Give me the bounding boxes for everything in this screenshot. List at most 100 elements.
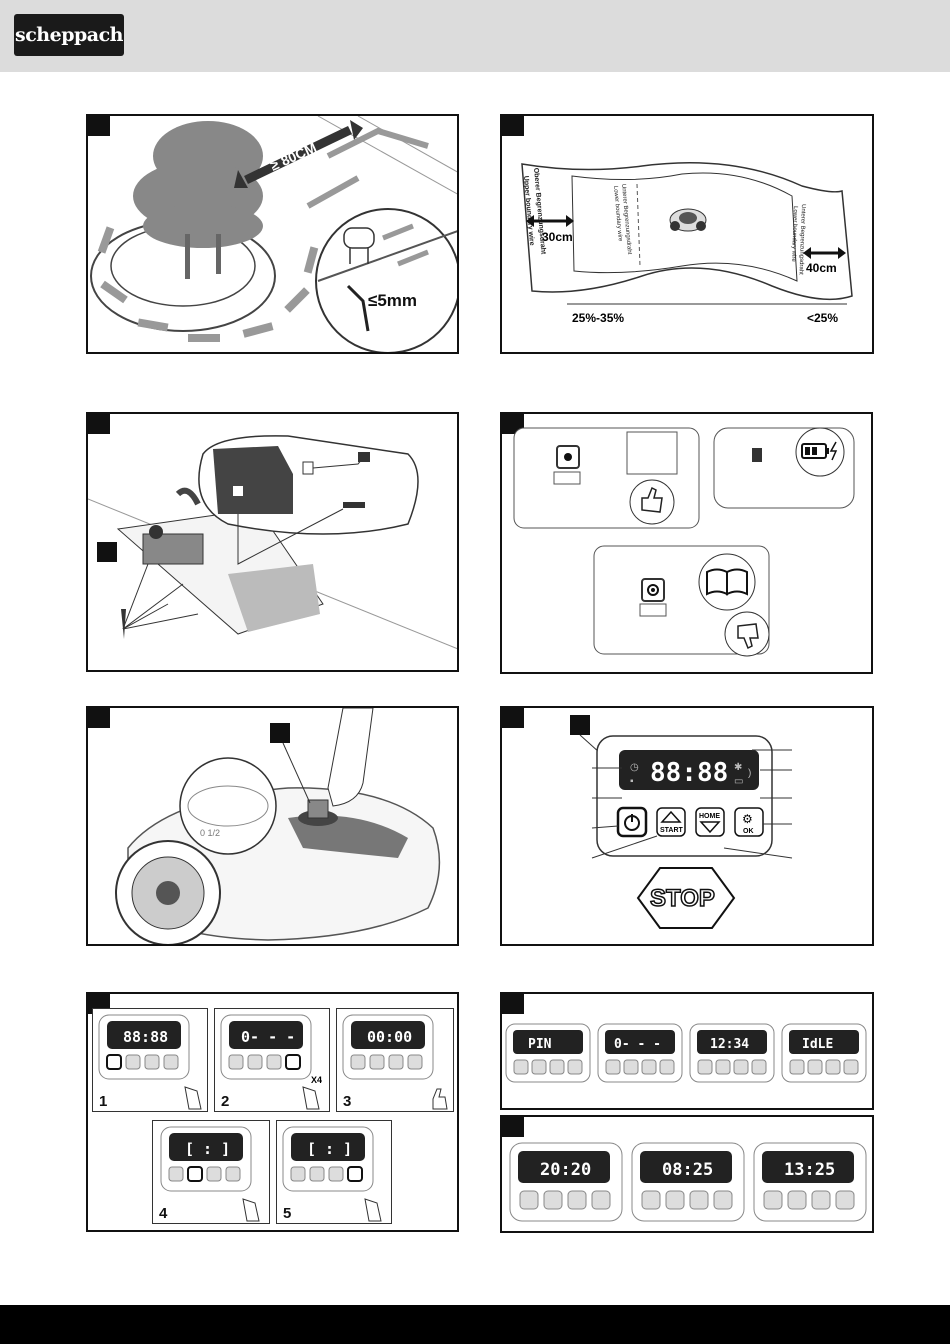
step-5-box: [ : ] 5: [276, 1120, 392, 1224]
control-panel-illustration: 88:88 ◷ ▪ ✱ ▭ ) START HOME ⚙ OK: [570, 715, 793, 929]
figure-9-time-settings: 20:20 08:25 13:25: [500, 1115, 874, 1233]
lock-icon: ▪: [630, 776, 634, 787]
power-icon: [106, 1054, 122, 1070]
distance-label: ≥ 80CM: [268, 139, 319, 174]
lower-wire-label-de-right: Unterer Begrenzungsdraht: [798, 204, 806, 275]
right-distance-label: 40cm: [806, 261, 837, 275]
ok-gear-icon: [347, 1166, 363, 1182]
stop-label: STOP: [650, 885, 715, 912]
hand-pointer-icon: [302, 1086, 320, 1110]
figure-number-badge: [502, 708, 524, 728]
display-state-3: 12:34: [689, 1023, 775, 1083]
time-display-1: 20:20: [509, 1142, 623, 1222]
svg-text:0 1/2: 0 1/2: [200, 828, 220, 838]
step-5-display: [ : ]: [307, 1140, 352, 1158]
display-state-4: IdLE: [781, 1023, 867, 1083]
figure-4-charging-status: [500, 412, 873, 674]
page-footer: [0, 1305, 950, 1344]
knob-badge: [270, 723, 290, 743]
figure-number-badge: [502, 1117, 524, 1137]
panel-display: 88:88: [650, 758, 728, 788]
step-2-number: 2: [221, 1093, 230, 1110]
gap-label: ≤5mm: [368, 291, 417, 310]
step-5-number: 5: [283, 1205, 292, 1222]
battery-icon: ▭: [734, 776, 743, 787]
figure-number-badge: [88, 708, 110, 728]
step-2-display: 0- - -: [241, 1028, 295, 1046]
step-3-box: 00:00 3: [336, 1008, 454, 1112]
page-header: scheppach: [0, 0, 950, 72]
step-1-number: 1: [99, 1093, 108, 1110]
hand-pointer-icon: [242, 1198, 260, 1222]
time-settings-illustration: 20:20 08:25 13:25: [509, 1142, 867, 1222]
step-3-display: 00:00: [367, 1028, 412, 1046]
start-button[interactable]: START: [656, 807, 686, 837]
svg-text:08:25: 08:25: [662, 1160, 713, 1180]
svg-text:PIN: PIN: [528, 1037, 552, 1052]
slope-right-label: <25%: [807, 311, 838, 325]
figure-number-badge: [88, 414, 110, 434]
step-4-box: [ : ] 4: [152, 1120, 270, 1224]
svg-text:13:25: 13:25: [784, 1160, 835, 1180]
ok-button[interactable]: ⚙ OK: [734, 807, 764, 837]
step-3-number: 3: [343, 1093, 352, 1110]
start-icon: [187, 1166, 203, 1182]
home-label: HOME: [699, 813, 720, 820]
figure-number-badge: [502, 116, 524, 136]
svg-text:IdLE: IdLE: [802, 1037, 833, 1052]
ok-label: OK: [743, 828, 754, 835]
time-display-3: 13:25: [753, 1142, 867, 1222]
tree-boundary-illustration: ≥ 80CM ≤5mm: [90, 116, 457, 352]
hand-pointer-icon: [184, 1086, 202, 1110]
figure-1-tree-distance: ≥ 80CM ≤5mm: [86, 114, 459, 354]
thumbs-down-icon: [737, 623, 759, 650]
bluetooth-icon: ✱: [734, 762, 742, 773]
step-2-repeat-note: X4: [311, 1075, 322, 1085]
step-1-box: 88:88 1: [92, 1008, 208, 1112]
brand-logo: scheppach: [14, 14, 124, 56]
thumbs-up-icon: [641, 486, 663, 513]
gear-icon: ⚙: [742, 812, 753, 826]
mower-icon: [669, 208, 707, 232]
figure-3-charging-station: [86, 412, 459, 672]
clock-icon: ◷: [630, 762, 639, 773]
step-1-display: 88:88: [123, 1028, 168, 1046]
figure-2-slope-boundary: Oberer Begrenzungsdraht Upper boundary w…: [500, 114, 874, 354]
home-button[interactable]: HOME: [695, 807, 725, 837]
hand-pointer-icon: [364, 1198, 382, 1222]
display-state-1: PIN: [505, 1023, 591, 1083]
charging-status-illustration: [513, 427, 855, 657]
thumbs-up-icon: [432, 1088, 448, 1110]
figure-number-badge: [502, 994, 524, 1014]
figure-number-badge: [88, 116, 110, 136]
step-4-number: 4: [159, 1205, 168, 1222]
power-button[interactable]: [616, 806, 648, 838]
panel-badge: [570, 715, 590, 735]
step-2-box: 0- - - X4 2: [214, 1008, 330, 1112]
figure-7-pin-steps: 88:88 1 0- - - X4 2 00:00: [86, 992, 459, 1232]
left-distance-label: 30cm: [542, 230, 573, 244]
svg-text:20:20: 20:20: [540, 1160, 591, 1180]
figure-8-display-states: PIN 0- - - 12:34 IdLE: [500, 992, 874, 1110]
signal-icon: ): [748, 768, 751, 779]
display-state-2: 0- - -: [597, 1023, 683, 1083]
book-icon: [706, 568, 748, 596]
lower-wire-label-en-right: Lower boundary wire: [790, 206, 798, 263]
time-display-2: 08:25: [631, 1142, 745, 1222]
svg-text:0- - -: 0- - -: [614, 1037, 661, 1052]
figure-number-badge: [502, 414, 524, 434]
ok-gear-icon: [285, 1054, 301, 1070]
figure-6-control-panel: 88:88 ◷ ▪ ✱ ▭ ) START HOME ⚙ OK: [500, 706, 874, 946]
mower-knob-illustration: 0 1/2: [115, 708, 441, 944]
lower-wire-label-en: Lower boundary wire: [612, 186, 623, 243]
step-4-display: [ : ]: [185, 1140, 230, 1158]
charging-station-illustration: [88, 435, 457, 650]
figure-5-cutting-height-knob: 0 1/2: [86, 706, 459, 946]
display-states-illustration: PIN 0- - - 12:34 IdLE: [505, 1023, 867, 1083]
peg-badge: [97, 542, 117, 562]
slope-left-label: 25%-35%: [572, 311, 624, 325]
slope-illustration: Oberer Begrenzungsdraht Upper boundary w…: [521, 162, 853, 325]
stop-button[interactable]: STOP: [636, 867, 736, 929]
svg-text:12:34: 12:34: [710, 1037, 749, 1052]
battery-charging-icon: [801, 441, 838, 461]
